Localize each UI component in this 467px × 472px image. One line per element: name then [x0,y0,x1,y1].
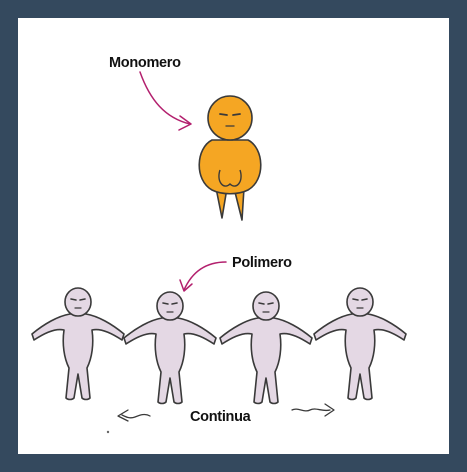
continues-label: Continua [190,409,250,425]
monomer-arrow [140,72,190,124]
polymer-unit [32,288,124,400]
monomer-label: Monomero [109,55,181,71]
polymer-chain [32,288,406,404]
polymer-unit [124,292,216,404]
polymer-label: Polimero [232,255,292,271]
monomer-figure [199,96,261,220]
polymer-unit [314,288,406,400]
continues-right-arrow [292,404,334,416]
polymer-unit [220,292,312,404]
continues-left-arrow [118,410,150,421]
